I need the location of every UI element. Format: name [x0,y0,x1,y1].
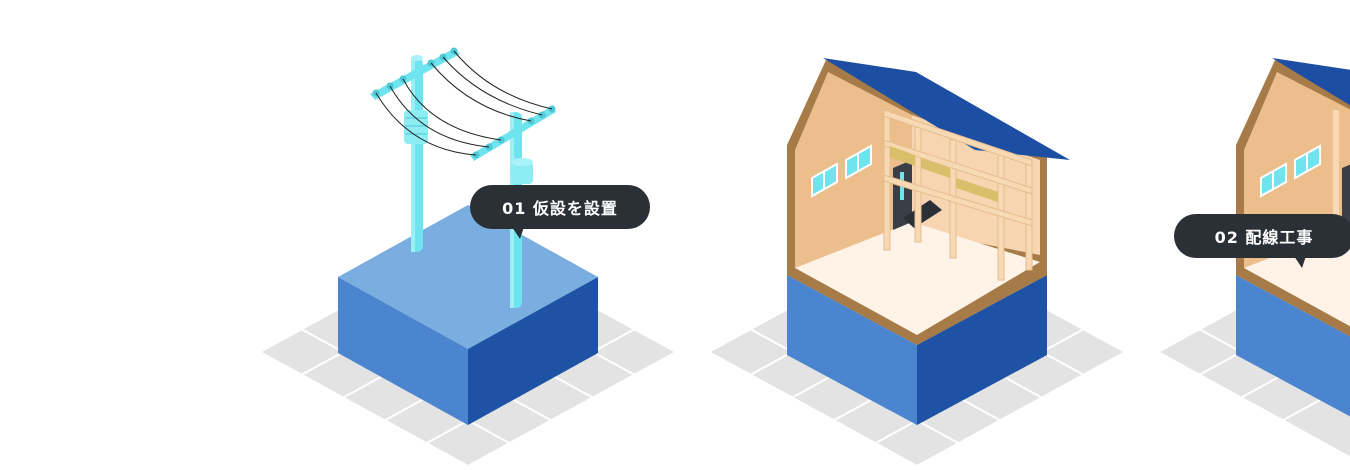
step-label-01: 01 仮設を設置 [502,199,618,218]
step-callout-02[interactable]: 02 配線工事 [1174,214,1350,268]
callout-tail [512,227,524,239]
callout-tail [1294,256,1306,268]
utility-pole-left [370,47,460,252]
timber-frame [883,109,1033,281]
step-label-02: 02 配線工事 [1214,228,1314,247]
site-block-1 [338,205,598,425]
power-lines [375,50,553,156]
step-callout-01[interactable]: 01 仮設を設置 [470,185,650,239]
house-windows [811,144,872,198]
house-cutaway [787,58,1070,425]
house-cutaway-2 [1236,58,1350,417]
